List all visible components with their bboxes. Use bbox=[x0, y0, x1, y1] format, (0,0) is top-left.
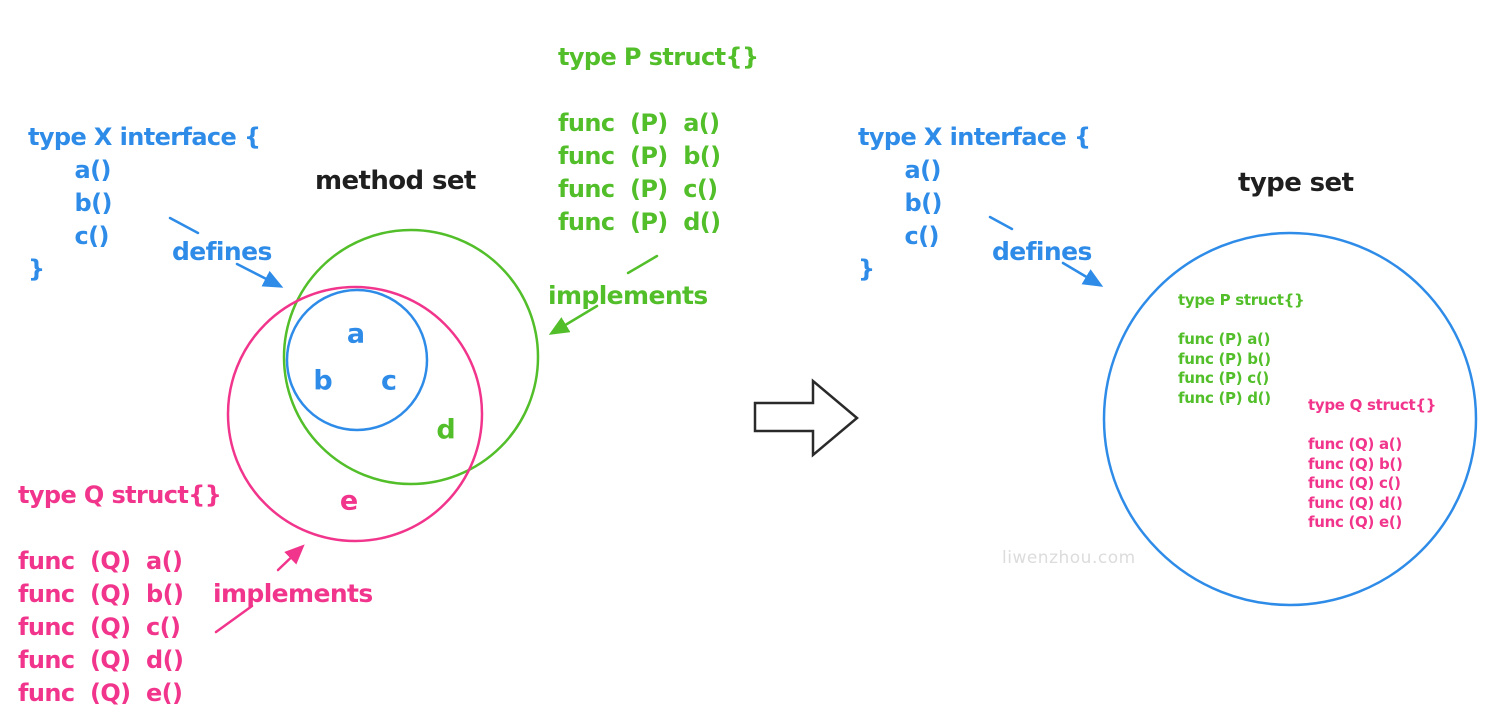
implements-arrow-green bbox=[548, 304, 599, 335]
implements-p-label: implements bbox=[548, 281, 708, 310]
venn-label-e: e bbox=[339, 485, 359, 517]
defines-arrow-left bbox=[235, 262, 284, 288]
defines-label-right: defines bbox=[992, 237, 1092, 266]
interface-x-code-left: type X interface { a() b() c() } bbox=[28, 123, 261, 283]
method-set-circle-q-pink bbox=[226, 285, 484, 543]
type-set-q-code: type Q struct{} func (Q) a() func (Q) b(… bbox=[1308, 396, 1437, 531]
implements-arrow-pink bbox=[276, 544, 305, 572]
struct-q-code: type Q struct{} func (Q) a() func (Q) b(… bbox=[18, 481, 222, 707]
defines-tick-right bbox=[988, 215, 1014, 231]
interface-x-code-right: type X interface { a() b() c() } bbox=[858, 123, 1091, 283]
struct-p-code: type P struct{} func (P) a() func (P) b(… bbox=[558, 43, 759, 236]
defines-label-left: defines bbox=[172, 237, 272, 266]
venn-label-b: b bbox=[313, 365, 333, 397]
implements-q-label: implements bbox=[213, 579, 373, 608]
venn-label-c: c bbox=[380, 365, 398, 397]
type-set-title: type set bbox=[1238, 168, 1354, 198]
transform-arrow bbox=[753, 378, 859, 458]
defines-arrow-right bbox=[1061, 261, 1104, 287]
method-set-circle-p-green bbox=[282, 228, 540, 486]
defines-tick-left bbox=[168, 216, 200, 235]
implements-tick-green bbox=[626, 254, 659, 275]
type-set-circle bbox=[1102, 231, 1478, 607]
venn-label-d: d bbox=[436, 414, 456, 446]
implements-tick-pink bbox=[214, 604, 254, 634]
method-set-circle-x-blue bbox=[285, 288, 429, 432]
type-set-p-code: type P struct{} func (P) a() func (P) b(… bbox=[1178, 291, 1305, 407]
venn-label-a: a bbox=[346, 318, 366, 350]
watermark: liwenzhou.com bbox=[1002, 548, 1136, 568]
method-set-title: method set bbox=[315, 166, 476, 196]
